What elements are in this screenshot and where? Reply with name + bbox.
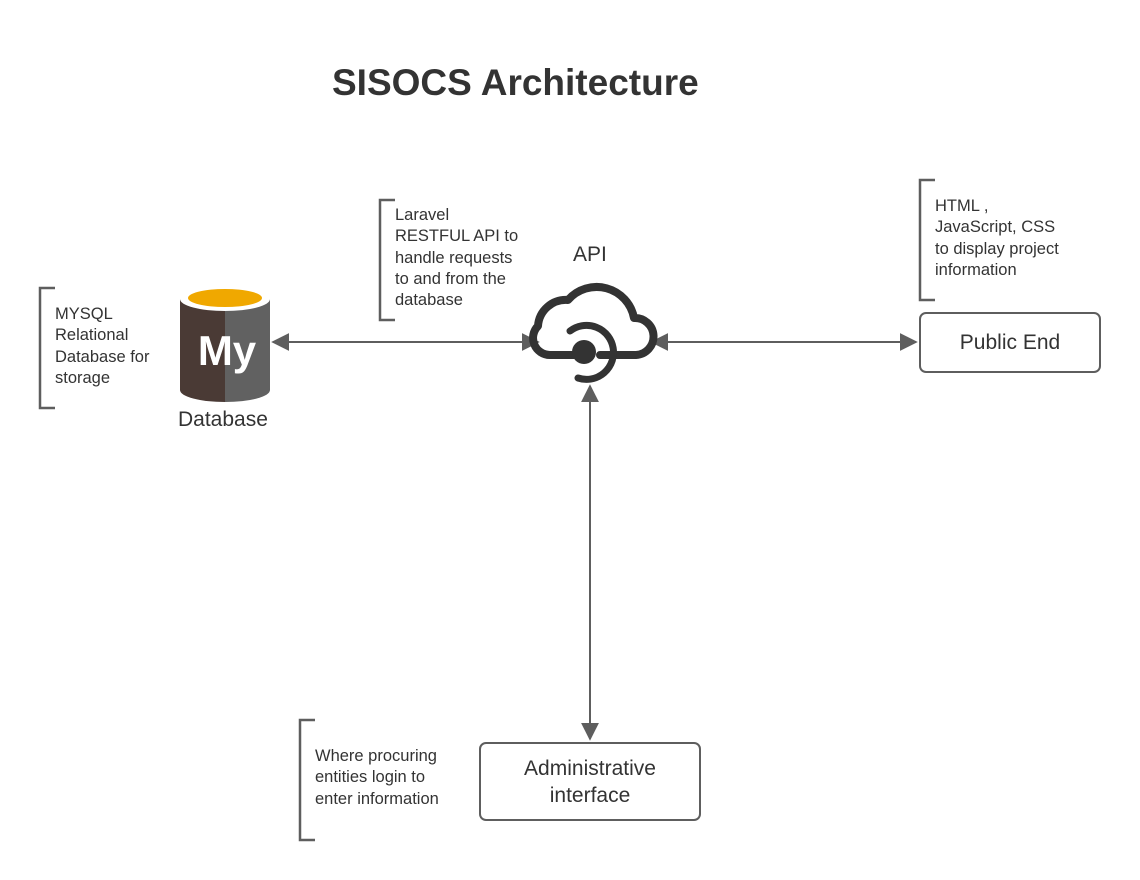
- mysql-logo-text: My: [198, 327, 257, 374]
- admin-interface-label: Administrative interface: [524, 756, 656, 807]
- public-end-node: Public End: [919, 312, 1101, 373]
- note-bracket-database: [38, 286, 55, 410]
- admin-interface-node: Administrative interface: [479, 742, 701, 821]
- note-api: Laravel RESTFUL API to handle requests t…: [395, 206, 519, 310]
- note-bracket-admin: [298, 718, 315, 842]
- cloud-api-icon: [529, 283, 658, 383]
- note-database: MYSQL Relational Database for storage: [55, 305, 150, 387]
- mysql-database-icon: My: [180, 287, 270, 402]
- note-bracket-api: [378, 198, 395, 322]
- note-public-end: HTML , JavaScript, CSS to display projec…: [935, 197, 1059, 279]
- public-end-label: Public End: [959, 331, 1061, 354]
- diagram-title: SISOCS Architecture: [332, 62, 699, 103]
- database-label: Database: [178, 408, 268, 431]
- note-admin: Where procuring entities login to enter …: [315, 747, 439, 808]
- note-bracket-public-end: [918, 178, 935, 302]
- api-label: API: [573, 243, 607, 266]
